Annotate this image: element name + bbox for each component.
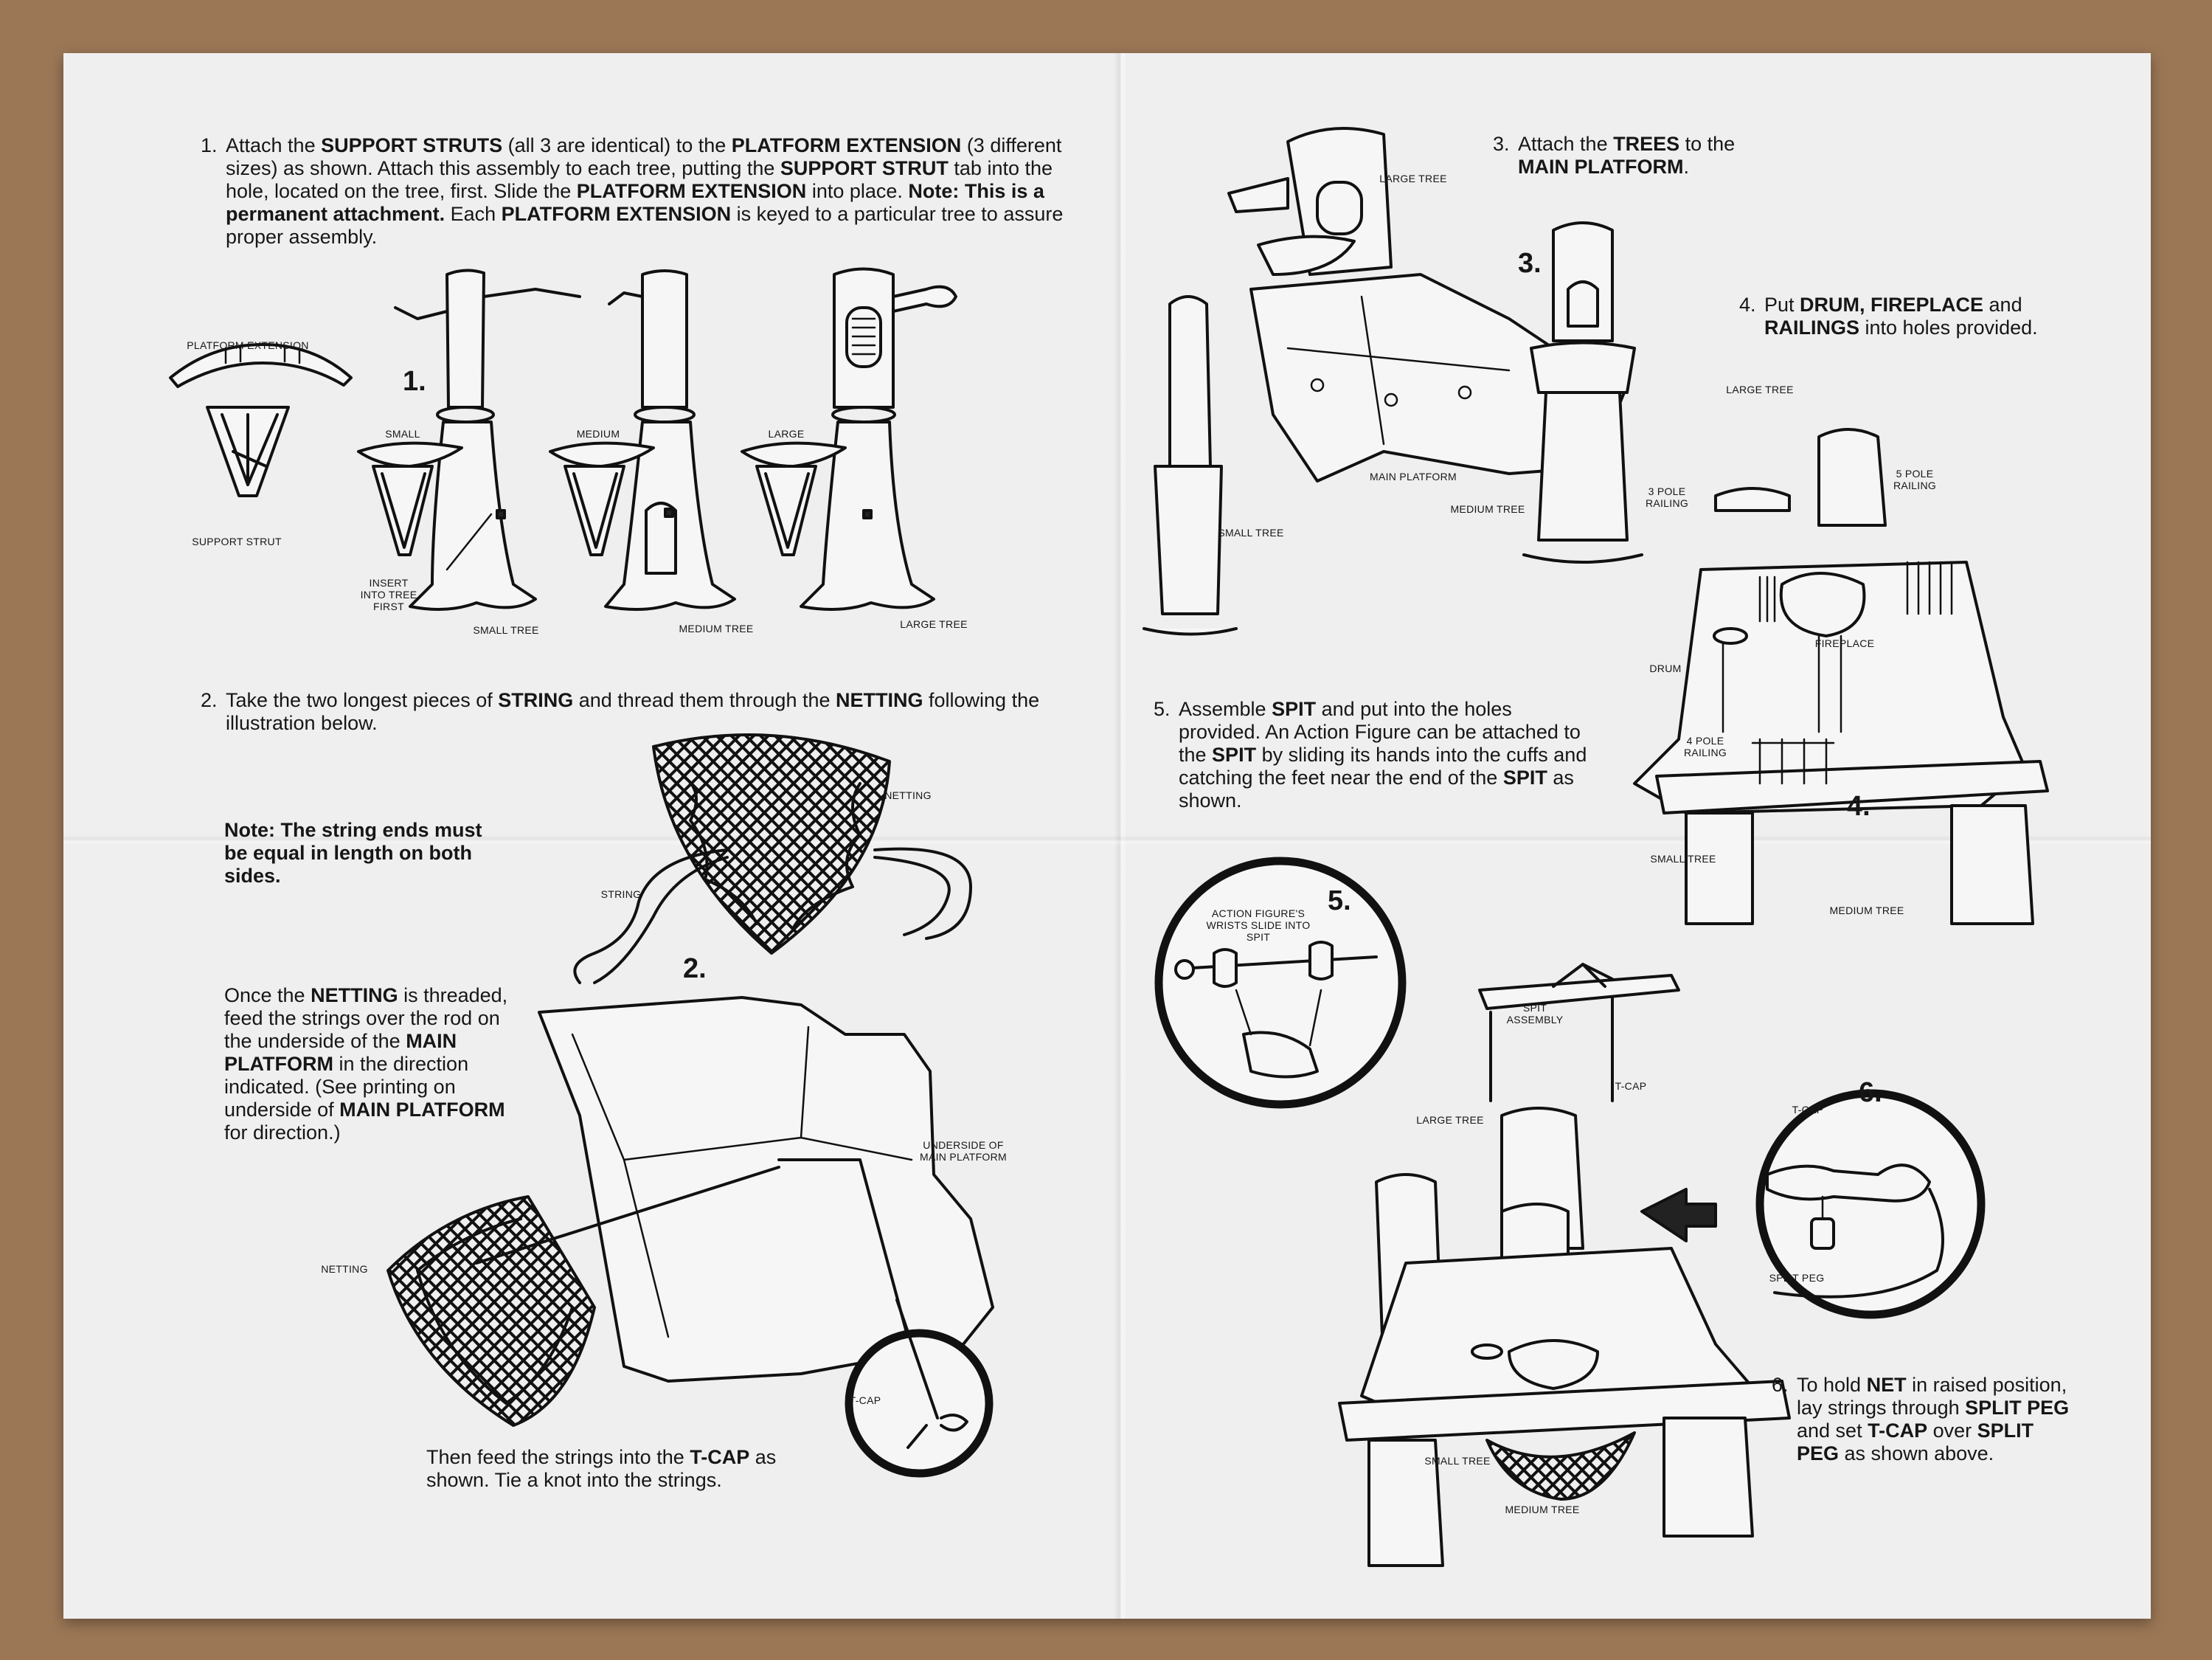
support-strut-part xyxy=(207,407,288,496)
step4-text: Put DRUM, FIREPLACE and RAILINGS into ho… xyxy=(1764,294,2045,339)
step3-number: 3. xyxy=(1493,133,1508,156)
label-small-tree-3: SMALL TREE xyxy=(1207,527,1295,539)
step4-assembly xyxy=(1634,429,2048,924)
label-wrists-slide: ACTION FIGURE'S WRISTS SLIDE INTO SPIT xyxy=(1199,907,1317,943)
label-split-peg: SPLIT PEG xyxy=(1760,1272,1834,1284)
label-4-pole-railing: 4 POLE RAILING xyxy=(1676,735,1735,758)
step6-number: 6. xyxy=(1772,1374,1786,1397)
label-netting-2: NETTING xyxy=(311,1263,378,1275)
step1-number: 1. xyxy=(201,134,215,157)
callout-4: 4. xyxy=(1847,791,1871,823)
label-tcap-1: T-CAP xyxy=(839,1394,891,1406)
netting-hanging xyxy=(388,1197,594,1425)
netting-drawing xyxy=(575,735,971,983)
label-small-tree-4: SMALL TREE xyxy=(1639,853,1727,865)
action-figure-circle xyxy=(1159,861,1402,1104)
label-insert-into-tree: INSERT INTO TREE FIRST xyxy=(356,577,422,612)
label-underside-main-platform: UNDERSIDE OF MAIN PLATFORM xyxy=(912,1139,1015,1163)
step2-number: 2. xyxy=(201,689,215,712)
step3-small-tree xyxy=(1144,297,1236,634)
label-medium-tree-3: MEDIUM TREE xyxy=(1440,503,1536,515)
small-tree-drawing xyxy=(358,270,580,609)
label-main-platform-3: MAIN PLATFORM xyxy=(1362,471,1465,483)
callout-5: 5. xyxy=(1328,885,1351,917)
label-3-pole-railing: 3 POLE RAILING xyxy=(1637,485,1696,509)
step3-text: Attach the TREES to the MAIN PLATFORM. xyxy=(1518,133,1783,179)
label-large-tree-5: LARGE TREE xyxy=(1406,1114,1494,1126)
label-large: LARGE xyxy=(757,428,816,440)
label-small: SMALL xyxy=(373,428,432,440)
step5-text: Assemble SPIT and put into the holes pro… xyxy=(1179,698,1592,812)
label-drum: DRUM xyxy=(1643,663,1688,674)
tcap-text: Then feed the strings into the T-CAP as … xyxy=(426,1446,839,1492)
label-large-tree-3: LARGE TREE xyxy=(1369,173,1457,184)
callout-6: 6. xyxy=(1859,1077,1882,1109)
label-platform-extension: PLATFORM EXTENSION xyxy=(174,339,322,351)
label-tcap-5: T-CAP xyxy=(1605,1080,1657,1092)
label-5-pole-railing: 5 POLE RAILING xyxy=(1885,468,1944,491)
netting-threading-text: Once the NETTING is threaded, feed the s… xyxy=(224,984,519,1144)
label-netting-1: NETTING xyxy=(875,789,941,801)
callout-2: 2. xyxy=(683,953,707,985)
step6-text: To hold NET in raised position, lay stri… xyxy=(1797,1374,2070,1465)
label-spit-assembly: SPIT ASSEMBLY xyxy=(1502,1002,1568,1026)
step2-text: Take the two longest pieces of STRING an… xyxy=(226,689,1081,735)
label-large-tree-4: LARGE TREE xyxy=(1716,384,1804,395)
label-medium-tree-5: MEDIUM TREE xyxy=(1494,1504,1590,1515)
label-large-tree-1: LARGE TREE xyxy=(890,618,978,630)
final-assembly xyxy=(1339,1108,1789,1566)
callout-1: 1. xyxy=(403,366,426,398)
label-string: STRING xyxy=(592,888,651,900)
string-note: Note: The string ends must be equal in l… xyxy=(224,819,505,888)
label-small-tree-5: SMALL TREE xyxy=(1413,1455,1502,1467)
label-support-strut: SUPPORT STRUT xyxy=(181,536,292,547)
label-small-tree-1: SMALL TREE xyxy=(462,624,550,636)
step3-medium-tree xyxy=(1524,223,1642,562)
label-tcap-6: T-CAP xyxy=(1782,1104,1834,1116)
label-medium-tree-4: MEDIUM TREE xyxy=(1819,905,1915,916)
label-fireplace: FIREPLACE xyxy=(1804,637,1885,649)
label-medium: MEDIUM xyxy=(565,428,631,440)
callout-3: 3. xyxy=(1518,248,1542,280)
instruction-sheet: 1. Attach the SUPPORT STRUTS (all 3 are … xyxy=(63,53,2151,1619)
step4-number: 4. xyxy=(1739,294,1754,317)
arrow-to-detail xyxy=(1642,1189,1716,1241)
step3-large-tree xyxy=(1229,128,1391,274)
step1-text: Attach the SUPPORT STRUTS (all 3 are ide… xyxy=(226,134,1096,249)
step5-number: 5. xyxy=(1154,698,1168,721)
medium-tree-drawing xyxy=(550,271,735,609)
label-medium-tree-1: MEDIUM TREE xyxy=(668,623,764,634)
